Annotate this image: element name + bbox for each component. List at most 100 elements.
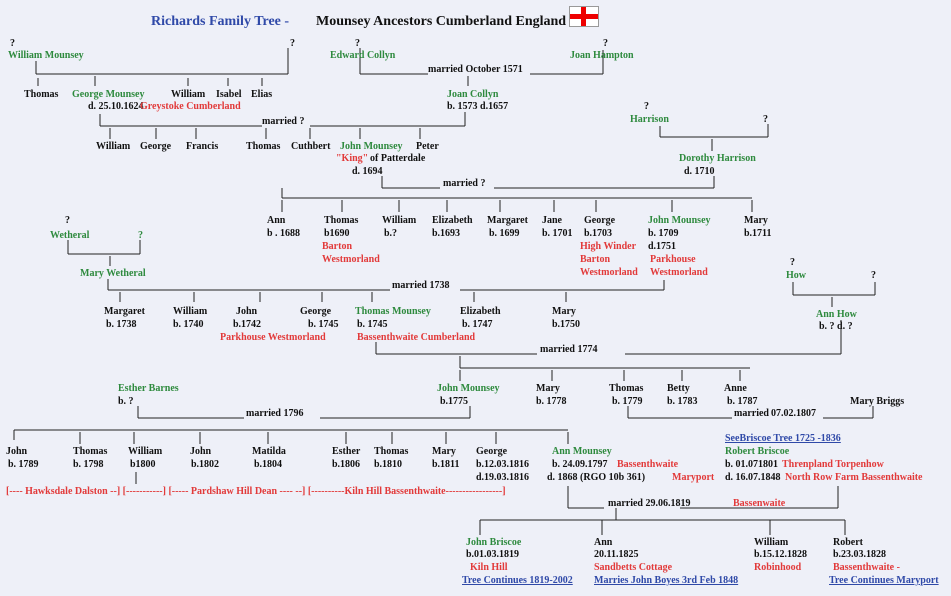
tree-label: Mary: [552, 306, 576, 317]
tree-label: Ann: [267, 215, 286, 226]
tree-label: b.?: [384, 228, 398, 239]
tree-label: Bassenthwaite: [617, 459, 679, 470]
tree-label: ?: [871, 270, 876, 281]
tree-label: Maryport: [672, 472, 715, 483]
tree-label: John: [6, 446, 28, 457]
tree-label: John Mounsey: [340, 141, 403, 152]
tree-label: b.1811: [432, 459, 460, 470]
tree-label: Threnpland Torpenhow: [782, 459, 884, 470]
tree-label: Robert: [833, 537, 863, 548]
tree-label: Bassenthwaite -: [833, 562, 900, 573]
tree-label: b.1703: [584, 228, 613, 239]
tree-label: married ?: [443, 178, 486, 189]
tree-label: b.1775: [440, 396, 469, 407]
tree-label: b. 01.071801: [725, 459, 779, 470]
tree-label: Cuthbert: [291, 141, 331, 152]
tree-label: d. 1694: [352, 166, 383, 177]
tree-label: Mary: [744, 215, 768, 226]
tree-title: Richards Family Tree -: [151, 14, 290, 29]
tree-label: North Row Farm Bassenthwaite: [785, 472, 923, 483]
tree-label: b.1806: [332, 459, 361, 470]
tree-label: George: [140, 141, 172, 152]
tree-label: ?: [290, 38, 295, 49]
tree-label: High Winder: [580, 241, 637, 252]
tree-label: b.1742: [233, 319, 262, 330]
tree-label: George: [476, 446, 508, 457]
tree-label: Thomas: [246, 141, 281, 152]
tree-label: married ?: [262, 116, 305, 127]
tree-label: b1690: [324, 228, 350, 239]
tree-label: Thomas: [73, 446, 108, 457]
tree-label: Kiln Hill: [470, 562, 508, 573]
tree-label: Thomas: [24, 89, 59, 100]
tree-label: b. 1740: [173, 319, 204, 330]
tree-label: Ann: [594, 537, 613, 548]
tree-label: Joan Collyn: [447, 89, 499, 100]
tree-label: George: [584, 215, 616, 226]
tree-label: Joan Hampton: [570, 50, 634, 61]
tree-label: married 1738: [392, 280, 450, 291]
tree-subtitle: Mounsey Ancestors Cumberland England: [316, 14, 567, 29]
tree-label: Mary Wetheral: [80, 268, 146, 279]
tree-label: Margaret: [487, 215, 528, 226]
tree-label: b. 1709: [648, 228, 679, 239]
tree-label: Mary: [432, 446, 456, 457]
tree-label: Harrison: [630, 114, 669, 125]
tree-label: b. 1573 d.1657: [447, 101, 509, 112]
tree-label: ?: [603, 38, 608, 49]
tree-label: d. 1710: [684, 166, 715, 177]
tree-label: ?: [355, 38, 360, 49]
tree-label: b. 24.09.1797: [552, 459, 608, 470]
tree-label: Greystoke Cumberland: [140, 101, 241, 112]
tree-label: William: [754, 537, 789, 548]
tree-label: b. 1787: [727, 396, 758, 407]
tree-label: Ann Mounsey: [552, 446, 612, 457]
tree-label: 07.02.1807: [771, 408, 816, 419]
tree-label: How: [786, 270, 806, 281]
tree-label: b.1804: [254, 459, 283, 470]
tree-label: b1800: [130, 459, 156, 470]
tree-label: William: [128, 446, 163, 457]
tree-label: d. 1868 (RGO 10b 361): [547, 472, 646, 483]
tree-label: Westmorland: [322, 254, 380, 265]
tree-label: ?: [10, 38, 15, 49]
tree-label: Jane: [542, 215, 562, 226]
tree-label: Esther: [332, 446, 361, 457]
tree-label: ?: [763, 114, 768, 125]
tree-label: b. 1798: [73, 459, 104, 470]
tree-label: Elias: [251, 89, 273, 100]
tree-label: George: [300, 306, 332, 317]
tree-label[interactable]: Tree Continues 1819-2002: [462, 575, 573, 586]
tree-label: William: [171, 89, 206, 100]
tree-label: Thomas: [609, 383, 644, 394]
tree-label: Parkhouse: [650, 254, 696, 265]
tree-label: Margaret: [104, 306, 145, 317]
tree-label: Mary Briggs: [850, 396, 905, 407]
tree-label: Peter: [416, 141, 439, 152]
tree-label: Thomas: [324, 215, 359, 226]
tree-label: Edward Collyn: [330, 50, 396, 61]
tree-label: William Mounsey: [8, 50, 84, 61]
tree-label: Elizabeth: [460, 306, 501, 317]
tree-label: b.1693: [432, 228, 461, 239]
tree-label: married 1796: [246, 408, 304, 419]
tree-label: Bassenthwaite Cumberland: [357, 332, 476, 343]
tree-label: b. 1779: [612, 396, 643, 407]
tree-label[interactable]: Tree Continues Maryport: [829, 575, 939, 586]
tree-label: b. 1699: [489, 228, 520, 239]
tree-label: d.19.03.1816: [476, 472, 530, 483]
tree-label: Sandbetts Cottage: [594, 562, 673, 573]
tree-label: d.1751: [648, 241, 677, 252]
tree-label[interactable]: Marries John Boyes 3rd Feb 1848: [594, 575, 739, 586]
tree-label: John Mounsey: [437, 383, 500, 394]
tree-label: b.12.03.1816: [476, 459, 530, 470]
tree-label: Francis: [186, 141, 219, 152]
tree-label: Esther Barnes: [118, 383, 179, 394]
tree-label: Barton: [580, 254, 610, 265]
tree-label: Parkhouse Westmorland: [220, 332, 326, 343]
tree-label: of Patterdale: [370, 153, 426, 164]
tree-label: b. ?: [118, 396, 134, 407]
tree-label: Westmorland: [580, 267, 638, 278]
tree-label[interactable]: SeeBriscoe Tree 1725 -1836: [725, 433, 841, 444]
